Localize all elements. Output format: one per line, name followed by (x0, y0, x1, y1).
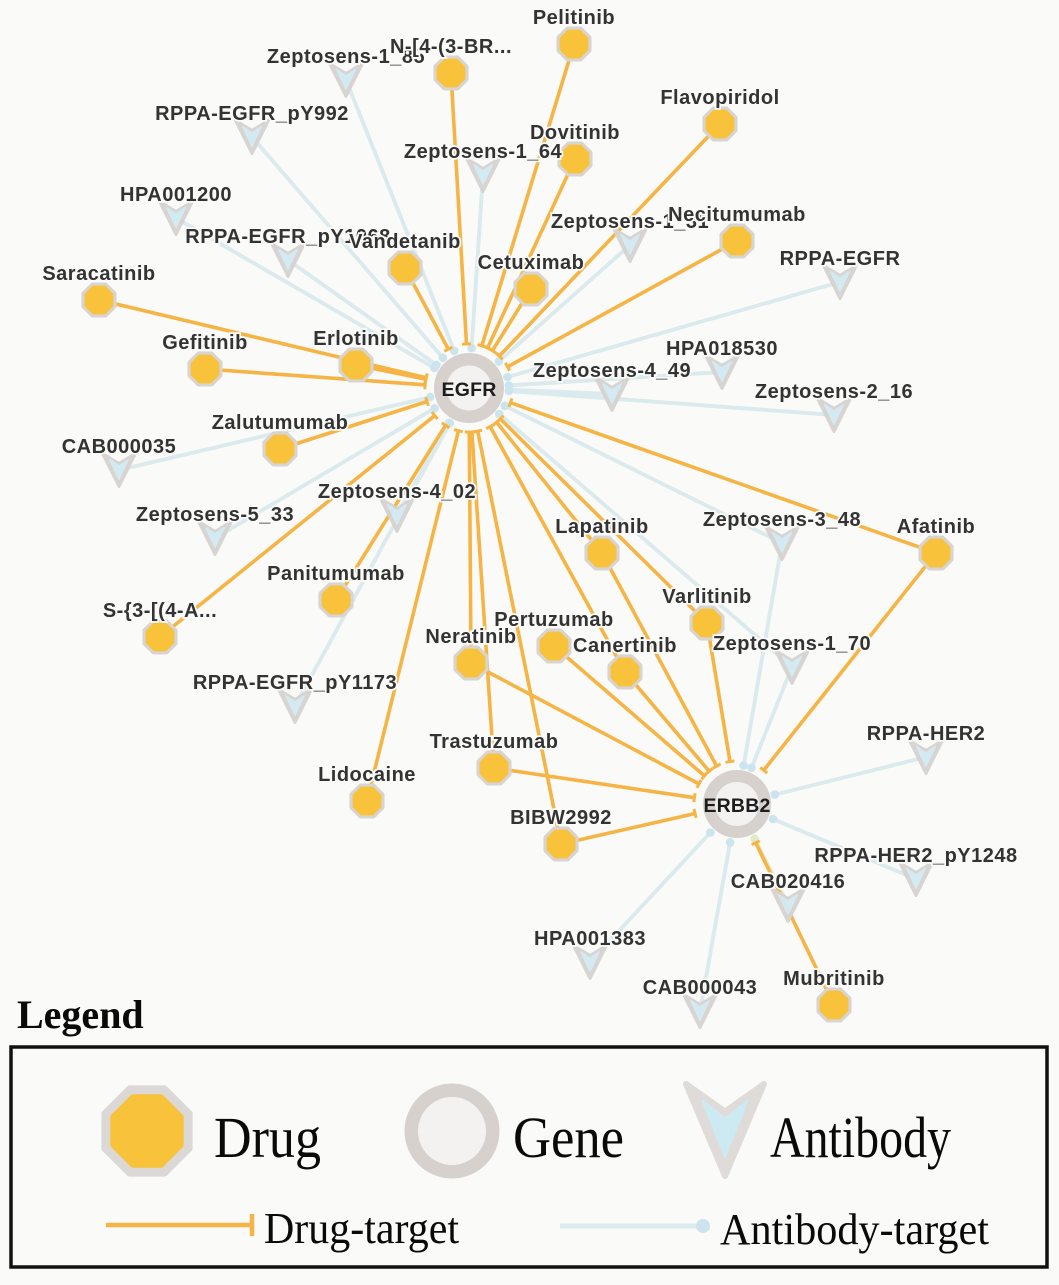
svg-text:ERBB2: ERBB2 (703, 795, 770, 817)
svg-text:Zeptosens-1_70: Zeptosens-1_70 (713, 633, 871, 655)
svg-text:Vandetanib: Vandetanib (349, 231, 461, 253)
svg-text:Flavopiridol: Flavopiridol (660, 87, 779, 109)
svg-text:N-[4-(3-BR...: N-[4-(3-BR... (390, 36, 512, 58)
svg-text:RPPA-HER2_pY1248: RPPA-HER2_pY1248 (814, 845, 1017, 867)
svg-text:CAB020416: CAB020416 (731, 871, 846, 893)
svg-text:Zeptosens-4_02: Zeptosens-4_02 (318, 481, 476, 503)
svg-text:CAB000043: CAB000043 (643, 977, 758, 999)
svg-text:Dovitinib: Dovitinib (530, 122, 620, 144)
svg-text:Lidocaine: Lidocaine (318, 764, 416, 786)
svg-text:Antibody-target: Antibody-target (720, 1205, 989, 1254)
svg-text:CAB000035: CAB000035 (62, 436, 177, 458)
svg-text:Drug: Drug (214, 1105, 321, 1170)
svg-text:Zeptosens-1_64: Zeptosens-1_64 (404, 141, 563, 163)
svg-text:Legend: Legend (17, 992, 144, 1037)
svg-text:Drug-target: Drug-target (264, 1204, 459, 1253)
svg-text:Mubritinib: Mubritinib (783, 968, 885, 990)
svg-text:Erlotinib: Erlotinib (313, 328, 399, 350)
svg-text:Zeptosens-1_31: Zeptosens-1_31 (551, 211, 709, 233)
svg-text:Necitumumab: Necitumumab (668, 204, 806, 226)
svg-text:Gefitinib: Gefitinib (162, 332, 248, 354)
svg-text:HPA001383: HPA001383 (534, 928, 646, 950)
svg-text:RPPA-EGFR_pY1068: RPPA-EGFR_pY1068 (185, 226, 390, 248)
svg-text:Zeptosens-1_85: Zeptosens-1_85 (267, 46, 425, 68)
svg-text:Neratinib: Neratinib (425, 626, 516, 648)
svg-text:Zeptosens-5_33: Zeptosens-5_33 (136, 504, 294, 526)
svg-text:BIBW2992: BIBW2992 (510, 807, 612, 829)
svg-text:Pelitinib: Pelitinib (533, 7, 615, 29)
svg-text:Zalutumumab: Zalutumumab (212, 412, 349, 434)
svg-text:RPPA-HER2: RPPA-HER2 (867, 723, 986, 745)
svg-text:Varlitinib: Varlitinib (662, 586, 751, 608)
svg-text:Zeptosens-2_16: Zeptosens-2_16 (755, 381, 913, 403)
svg-text:Cetuximab: Cetuximab (478, 252, 585, 274)
svg-text:Canertinib: Canertinib (573, 635, 677, 657)
svg-text:Pertuzumab: Pertuzumab (494, 609, 613, 631)
svg-text:RPPA-EGFR_pY992: RPPA-EGFR_pY992 (155, 103, 349, 125)
svg-text:Zeptosens-4_49: Zeptosens-4_49 (533, 360, 691, 382)
svg-text:Saracatinib: Saracatinib (42, 263, 155, 285)
svg-text:RPPA-EGFR: RPPA-EGFR (780, 248, 901, 270)
svg-text:Gene: Gene (513, 1105, 624, 1170)
svg-text:Afatinib: Afatinib (897, 516, 975, 538)
svg-text:Zeptosens-3_48: Zeptosens-3_48 (703, 509, 861, 531)
svg-text:EGFR: EGFR (442, 379, 497, 401)
svg-text:Panitumumab: Panitumumab (267, 563, 405, 585)
svg-text:HPA018530: HPA018530 (666, 338, 778, 360)
svg-text:RPPA-EGFR_pY1173: RPPA-EGFR_pY1173 (193, 672, 397, 694)
svg-text:HPA001200: HPA001200 (120, 184, 232, 206)
svg-text:S-{3-[(4-A...: S-{3-[(4-A... (103, 600, 217, 622)
svg-text:Lapatinib: Lapatinib (555, 516, 648, 538)
svg-text:Antibody: Antibody (770, 1105, 951, 1170)
svg-text:Trastuzumab: Trastuzumab (430, 731, 559, 753)
